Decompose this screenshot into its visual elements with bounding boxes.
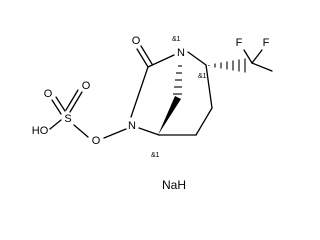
atom-f-left: F xyxy=(236,37,243,49)
atom-labels: F F N O N O S O O HO xyxy=(32,35,270,147)
bond-s-o-top-b xyxy=(65,89,79,111)
bond-c2-c3 xyxy=(205,64,213,109)
bond-n6-c7 xyxy=(130,66,149,118)
atom-s: S xyxy=(64,113,71,125)
counterion-label: NaH xyxy=(162,178,186,192)
stereo-bond-layer xyxy=(158,58,246,135)
bond-layer xyxy=(49,45,273,139)
stereo-label-c-bridgehead: &1 xyxy=(151,152,160,159)
hashed-bond-c2-cf2 xyxy=(208,58,246,73)
bond-s-oh xyxy=(49,119,62,130)
stereo-labels: &1 &1 &1 xyxy=(151,36,207,159)
atom-n-ring: N xyxy=(128,120,136,132)
bond-c5-n6 xyxy=(138,127,160,136)
bond-c7-o-double-b xyxy=(140,45,153,65)
stereo-label-c-difluoro: &1 xyxy=(198,73,207,80)
atom-ho: HO xyxy=(32,125,49,137)
bond-c7-o-double-a xyxy=(136,48,149,68)
bond-n6-o xyxy=(103,128,127,139)
bond-c2-n1 xyxy=(187,51,207,66)
bond-s-o-bottom-a xyxy=(55,96,66,112)
bond-c3-c4 xyxy=(195,107,213,136)
bond-cf2-f-right xyxy=(251,49,263,64)
wedge-bond-c5-bridge xyxy=(158,96,181,135)
molecule-structure: F F N O N O S O O HO &1 &1 &1 NaH xyxy=(32,35,273,192)
bond-o-s xyxy=(73,124,89,138)
stereo-label-n-bridge: &1 xyxy=(172,36,181,43)
atom-n-bridge: N xyxy=(177,47,185,59)
atom-o-link: O xyxy=(92,135,101,147)
bond-cf2-methyl xyxy=(251,62,273,72)
bond-c7-n1 xyxy=(147,54,175,68)
hashed-bond-n1-bridge xyxy=(173,65,182,95)
bond-cf2-f-left xyxy=(243,49,253,64)
atom-o-sulfonyl-top: O xyxy=(82,80,91,92)
atom-f-right: F xyxy=(263,37,270,49)
bond-s-o-top-a xyxy=(69,91,83,113)
atom-o-carbonyl: O xyxy=(132,35,141,47)
atom-o-sulfonyl-bottom: O xyxy=(44,88,53,100)
bond-s-o-bottom-b xyxy=(51,99,62,115)
